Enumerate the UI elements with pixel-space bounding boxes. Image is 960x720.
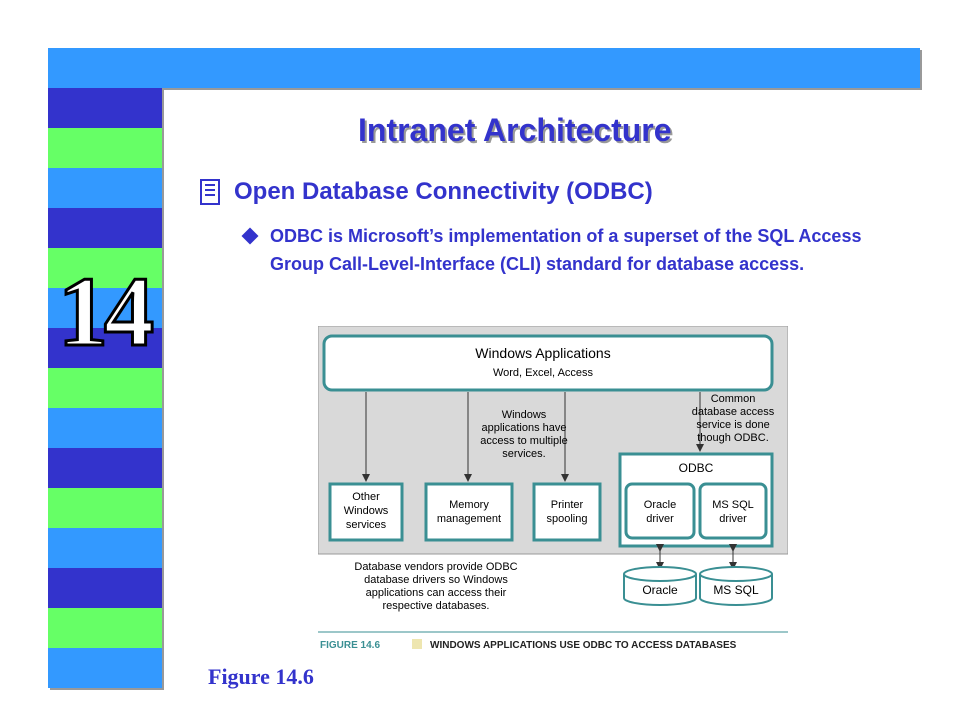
apps-subtitle: Word, Excel, Access [493,367,594,379]
services-note-line: services. [502,448,545,460]
vendor-note-line: respective databases. [382,600,489,612]
sub-bullet: ODBC is Microsoft’s implementation of a … [241,222,884,278]
vendor-note-line: database drivers so Windows [364,574,508,586]
services-note-line: access to multiple [480,435,567,447]
windows-applications-box [322,334,774,392]
apps-title: Windows Applications [475,345,610,361]
figure-title: WINDOWS APPLICATIONS USE ODBC TO ACCESS … [430,640,737,651]
slide-title: Intranet Architecture [358,112,672,148]
oracle-driver-label: driver [646,513,674,525]
odbc-diagram: Windows Applications Word, Excel, Access… [318,326,788,651]
mssql-database-icon: MS SQL [699,566,773,606]
mssql-driver-box [698,482,768,540]
oracle-db-label: Oracle [642,583,678,597]
vendor-note: Database vendors provide ODBC database d… [354,561,517,612]
notepad-bullet-icon [200,179,220,205]
other-services-label: services [346,519,387,531]
diamond-bullet-icon [241,227,259,245]
other-services-label: Windows [344,505,389,517]
other-services-label: Other [352,491,380,503]
common-note-line: Common [711,393,756,405]
memory-label: Memory [449,499,489,511]
common-note-line: though ODBC. [697,432,769,444]
chapter-number: 14 [57,256,156,367]
printer-label: Printer [551,499,584,511]
other-services-box [328,482,404,542]
figure-square [412,639,422,649]
mssql-driver-label: driver [719,513,747,525]
mssql-driver-label: MS SQL [712,499,754,511]
mssql-db-label: MS SQL [713,583,759,597]
figure-number: FIGURE 14.6 [320,640,380,651]
memory-label: management [437,513,501,525]
vendor-note-line: applications can access their [366,587,507,599]
main-bullet-text: Open Database Connectivity (ODBC) [234,178,653,205]
common-note: Common database access service is done t… [692,393,775,444]
figure-caption: Figure 14.6 [208,664,314,689]
top-banner [48,48,920,88]
common-note-line: database access [692,406,775,418]
oracle-driver-box [624,482,696,540]
oracle-database-icon: Oracle [623,566,697,606]
vendor-note-line: Database vendors provide ODBC [354,561,517,573]
common-note-line: service is done [696,419,769,431]
services-note-line: Windows [502,409,547,421]
side-stripes [48,88,162,688]
odbc-label: ODBC [679,461,714,475]
services-note-line: applications have [481,422,566,434]
main-bullet: Open Database Connectivity (ODBC) [200,178,653,206]
services-note: Windows applications have access to mult… [480,409,567,460]
sub-bullet-text: ODBC is Microsoft’s implementation of a … [270,226,862,274]
printer-spooling-box [532,482,602,542]
memory-management-box [424,482,514,542]
oracle-driver-label: Oracle [644,499,676,511]
printer-label: spooling [547,513,588,525]
